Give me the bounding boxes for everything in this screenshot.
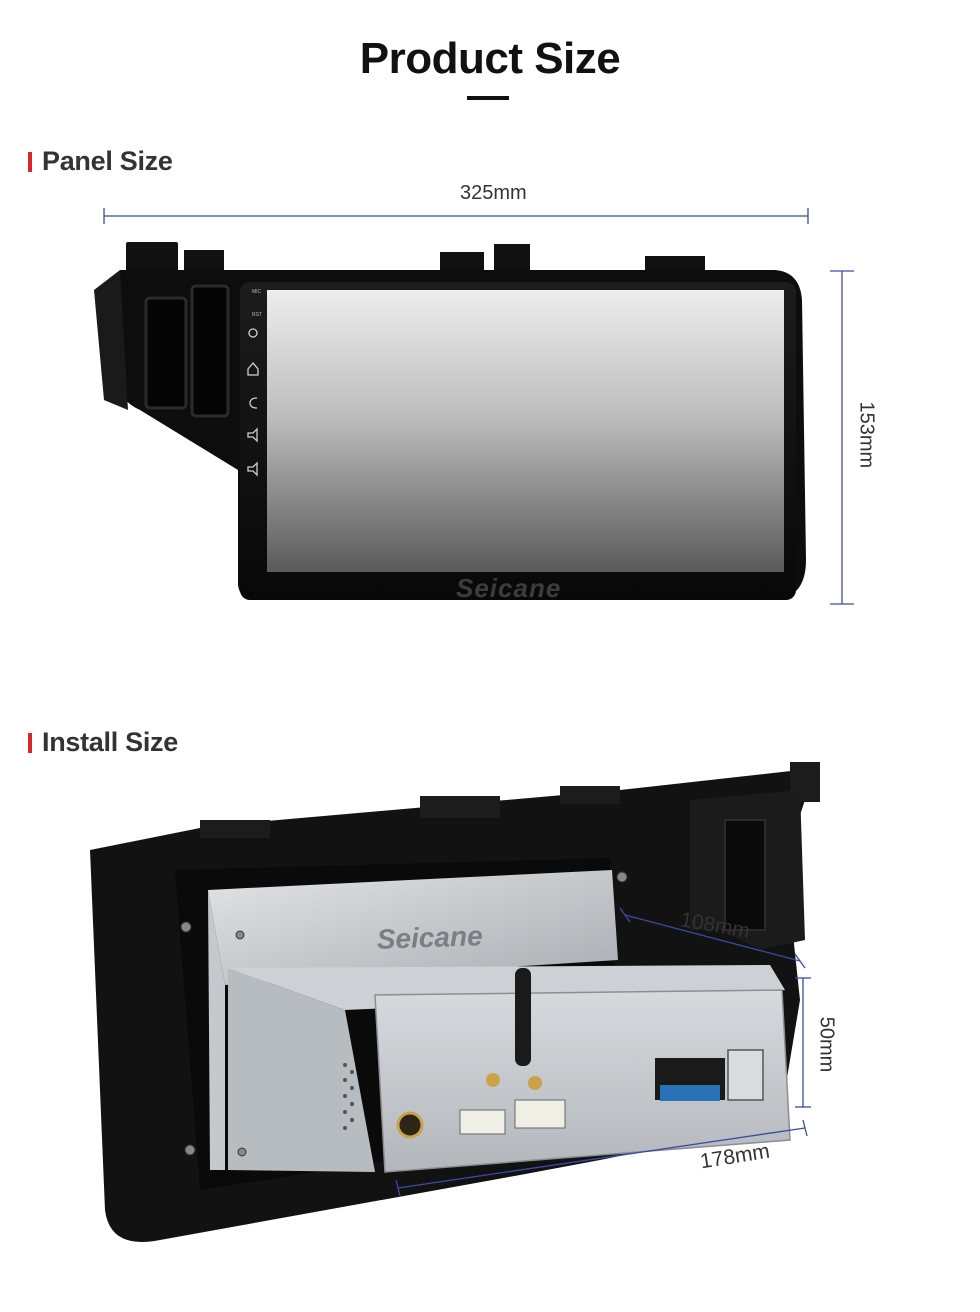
install-size-label: Install Size xyxy=(42,727,178,757)
back-icon xyxy=(249,397,258,409)
section-marker xyxy=(28,151,32,172)
home-icon xyxy=(247,361,259,376)
power-icon xyxy=(248,328,258,338)
page-title: Product Size xyxy=(359,34,621,83)
volume-down-icon xyxy=(247,461,258,477)
title-underline xyxy=(467,96,509,100)
panel-brand-text: Seicane xyxy=(456,573,562,603)
section-marker xyxy=(28,732,32,753)
install-size-heading: Install Size xyxy=(28,727,178,758)
panel-width-dimension xyxy=(103,208,809,224)
panel-height-label: 153mm xyxy=(855,401,878,469)
vent-openings xyxy=(144,284,230,418)
mic-label: MIC xyxy=(252,289,262,295)
panel-clips xyxy=(126,242,705,274)
side-buttons xyxy=(247,328,259,477)
install-brand-text: Seicane xyxy=(376,920,483,955)
volume-up-icon xyxy=(247,427,258,443)
display-screen xyxy=(267,290,784,572)
panel-size-heading: Panel Size xyxy=(28,146,173,177)
panel-size-label: Panel Size xyxy=(42,146,173,176)
install-illustration: Seicane xyxy=(90,762,820,1242)
panel-width-label: 325mm xyxy=(460,182,527,204)
rst-label: RST xyxy=(252,312,262,318)
install-height-label: 50mm xyxy=(815,1016,838,1073)
panel-height-dimension xyxy=(830,270,854,605)
install-dimension-lines xyxy=(395,907,811,1197)
